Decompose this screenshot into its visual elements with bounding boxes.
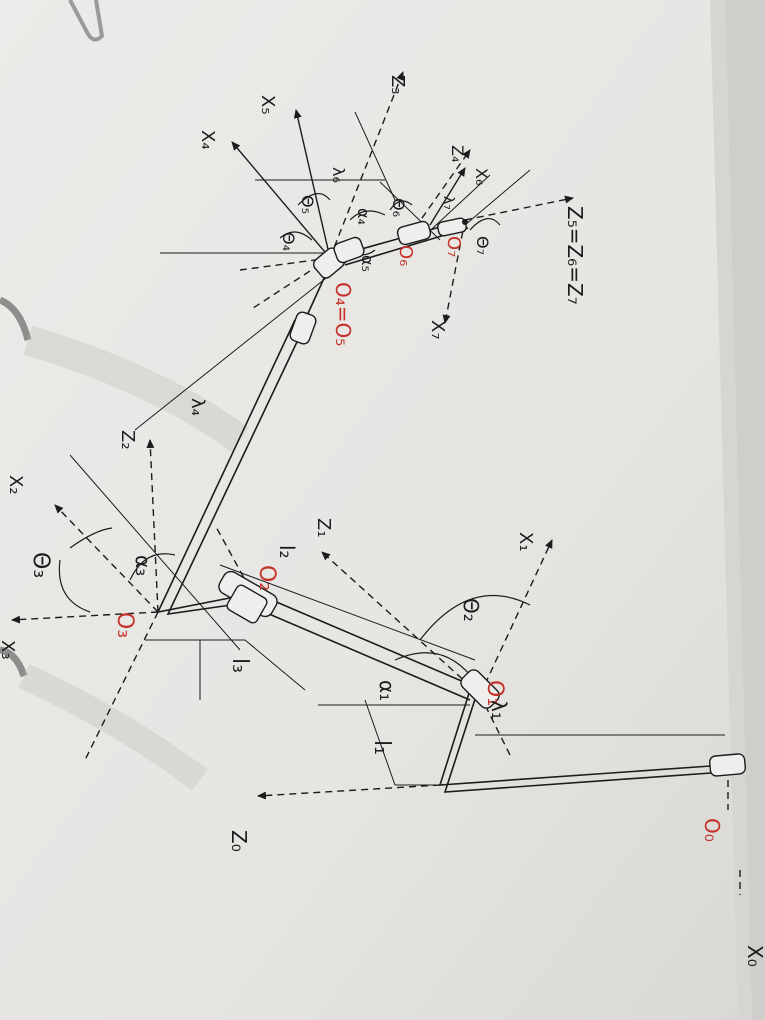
label-x4: X₄ [197, 130, 218, 150]
x6-axis [429, 167, 466, 226]
joint-o6 [396, 220, 432, 246]
label-x7: X₇ [427, 320, 448, 340]
label-x6: X₆ [472, 168, 491, 185]
label-z0: Z₀ [227, 830, 251, 852]
joint-o3 [226, 584, 268, 624]
label-theta5: Θ₅ [298, 195, 317, 214]
theta3-arc-top [69, 527, 113, 549]
link-o2-o3 [156, 319, 296, 614]
label-alpha3: α₃ [131, 555, 155, 576]
label-alpha5: α₅ [358, 255, 377, 272]
label-lambda7: λ₇ [440, 196, 456, 210]
theta3-arc [58, 559, 91, 613]
label-x1: X₁ [515, 532, 536, 552]
joint-o0 [708, 753, 747, 777]
solid-axes [231, 109, 466, 259]
x1-axis [479, 539, 553, 696]
x5-axis [293, 109, 331, 259]
label-lambda1: λ₁ [487, 700, 511, 720]
label-z2: Z₂ [117, 430, 138, 450]
label-o3: O₃ [112, 612, 137, 638]
construction-lines [69, 111, 725, 786]
robot-links [156, 219, 726, 793]
binder-rings [0, 296, 249, 791]
z0-axis [257, 784, 441, 800]
joint-o1 [460, 669, 500, 709]
theta4-arc [279, 231, 313, 241]
label-z4: Z₄ [448, 145, 467, 162]
x2-axis [54, 504, 159, 613]
x7-axis [442, 219, 466, 324]
label-o1: O₁ [482, 680, 507, 706]
theta6-arc [389, 200, 413, 211]
label-o0: O₀ [700, 818, 724, 842]
tool-point [462, 219, 468, 225]
label-x0: X₀ [743, 945, 765, 967]
label-x3: X₃ [0, 640, 18, 660]
theta7-arc [469, 218, 501, 231]
o3-extend [84, 611, 159, 761]
alpha3-arc [129, 553, 176, 581]
label-o4-o5: O₄=O₅ [331, 282, 355, 346]
joint-link4 [289, 311, 317, 345]
link-o0-o1 [438, 689, 726, 786]
label-o2: O₂ [254, 565, 279, 591]
label-theta2: Θ₂ [459, 598, 483, 622]
link-o1-o2 [259, 594, 479, 689]
label-o7: O₇ [443, 236, 464, 257]
theta5-arc [297, 193, 331, 206]
label-l3: l₃ [227, 658, 252, 673]
label-z1: Z₁ [313, 518, 334, 538]
label-l2: l₂ [275, 545, 299, 559]
label-l1: l₁ [369, 740, 394, 755]
joint-o5 [333, 236, 365, 264]
x4-axis [231, 141, 331, 259]
label-z5-z6-z7: Z₅=Z₆=Z₇ [563, 206, 587, 305]
alpha4-arc [349, 210, 386, 221]
robot-joints [218, 217, 747, 777]
z7-axis [464, 195, 574, 221]
label-theta4: Θ₄ [279, 232, 298, 251]
label-alpha1: α₁ [375, 680, 399, 701]
label-theta7: Θ₇ [473, 236, 492, 255]
z3-axis [329, 71, 404, 259]
label-x2: X₂ [5, 475, 26, 495]
label-o6: O₆ [395, 245, 416, 266]
label-lambda4: λ₄ [187, 398, 208, 416]
label-theta3: Θ₃ [28, 552, 53, 578]
label-x5: X₅ [257, 95, 278, 115]
theta2-arc [419, 594, 531, 641]
label-alpha4: α₄ [354, 208, 373, 225]
label-theta6: Θ₆ [389, 198, 408, 217]
z4-axis [414, 149, 471, 229]
paper-clip [68, 0, 105, 42]
x3-axis [11, 611, 159, 624]
label-z3: Z₃ [387, 75, 408, 95]
z2-axis [146, 439, 159, 613]
label-lambda6: λ₆ [329, 167, 348, 183]
diagram-labels: X₀ Z₀ O₀ l₁ α₁ O₁ λ₁ Θ₂ X₁ Z₁ l₂ O₂ l₃ O… [0, 75, 765, 967]
